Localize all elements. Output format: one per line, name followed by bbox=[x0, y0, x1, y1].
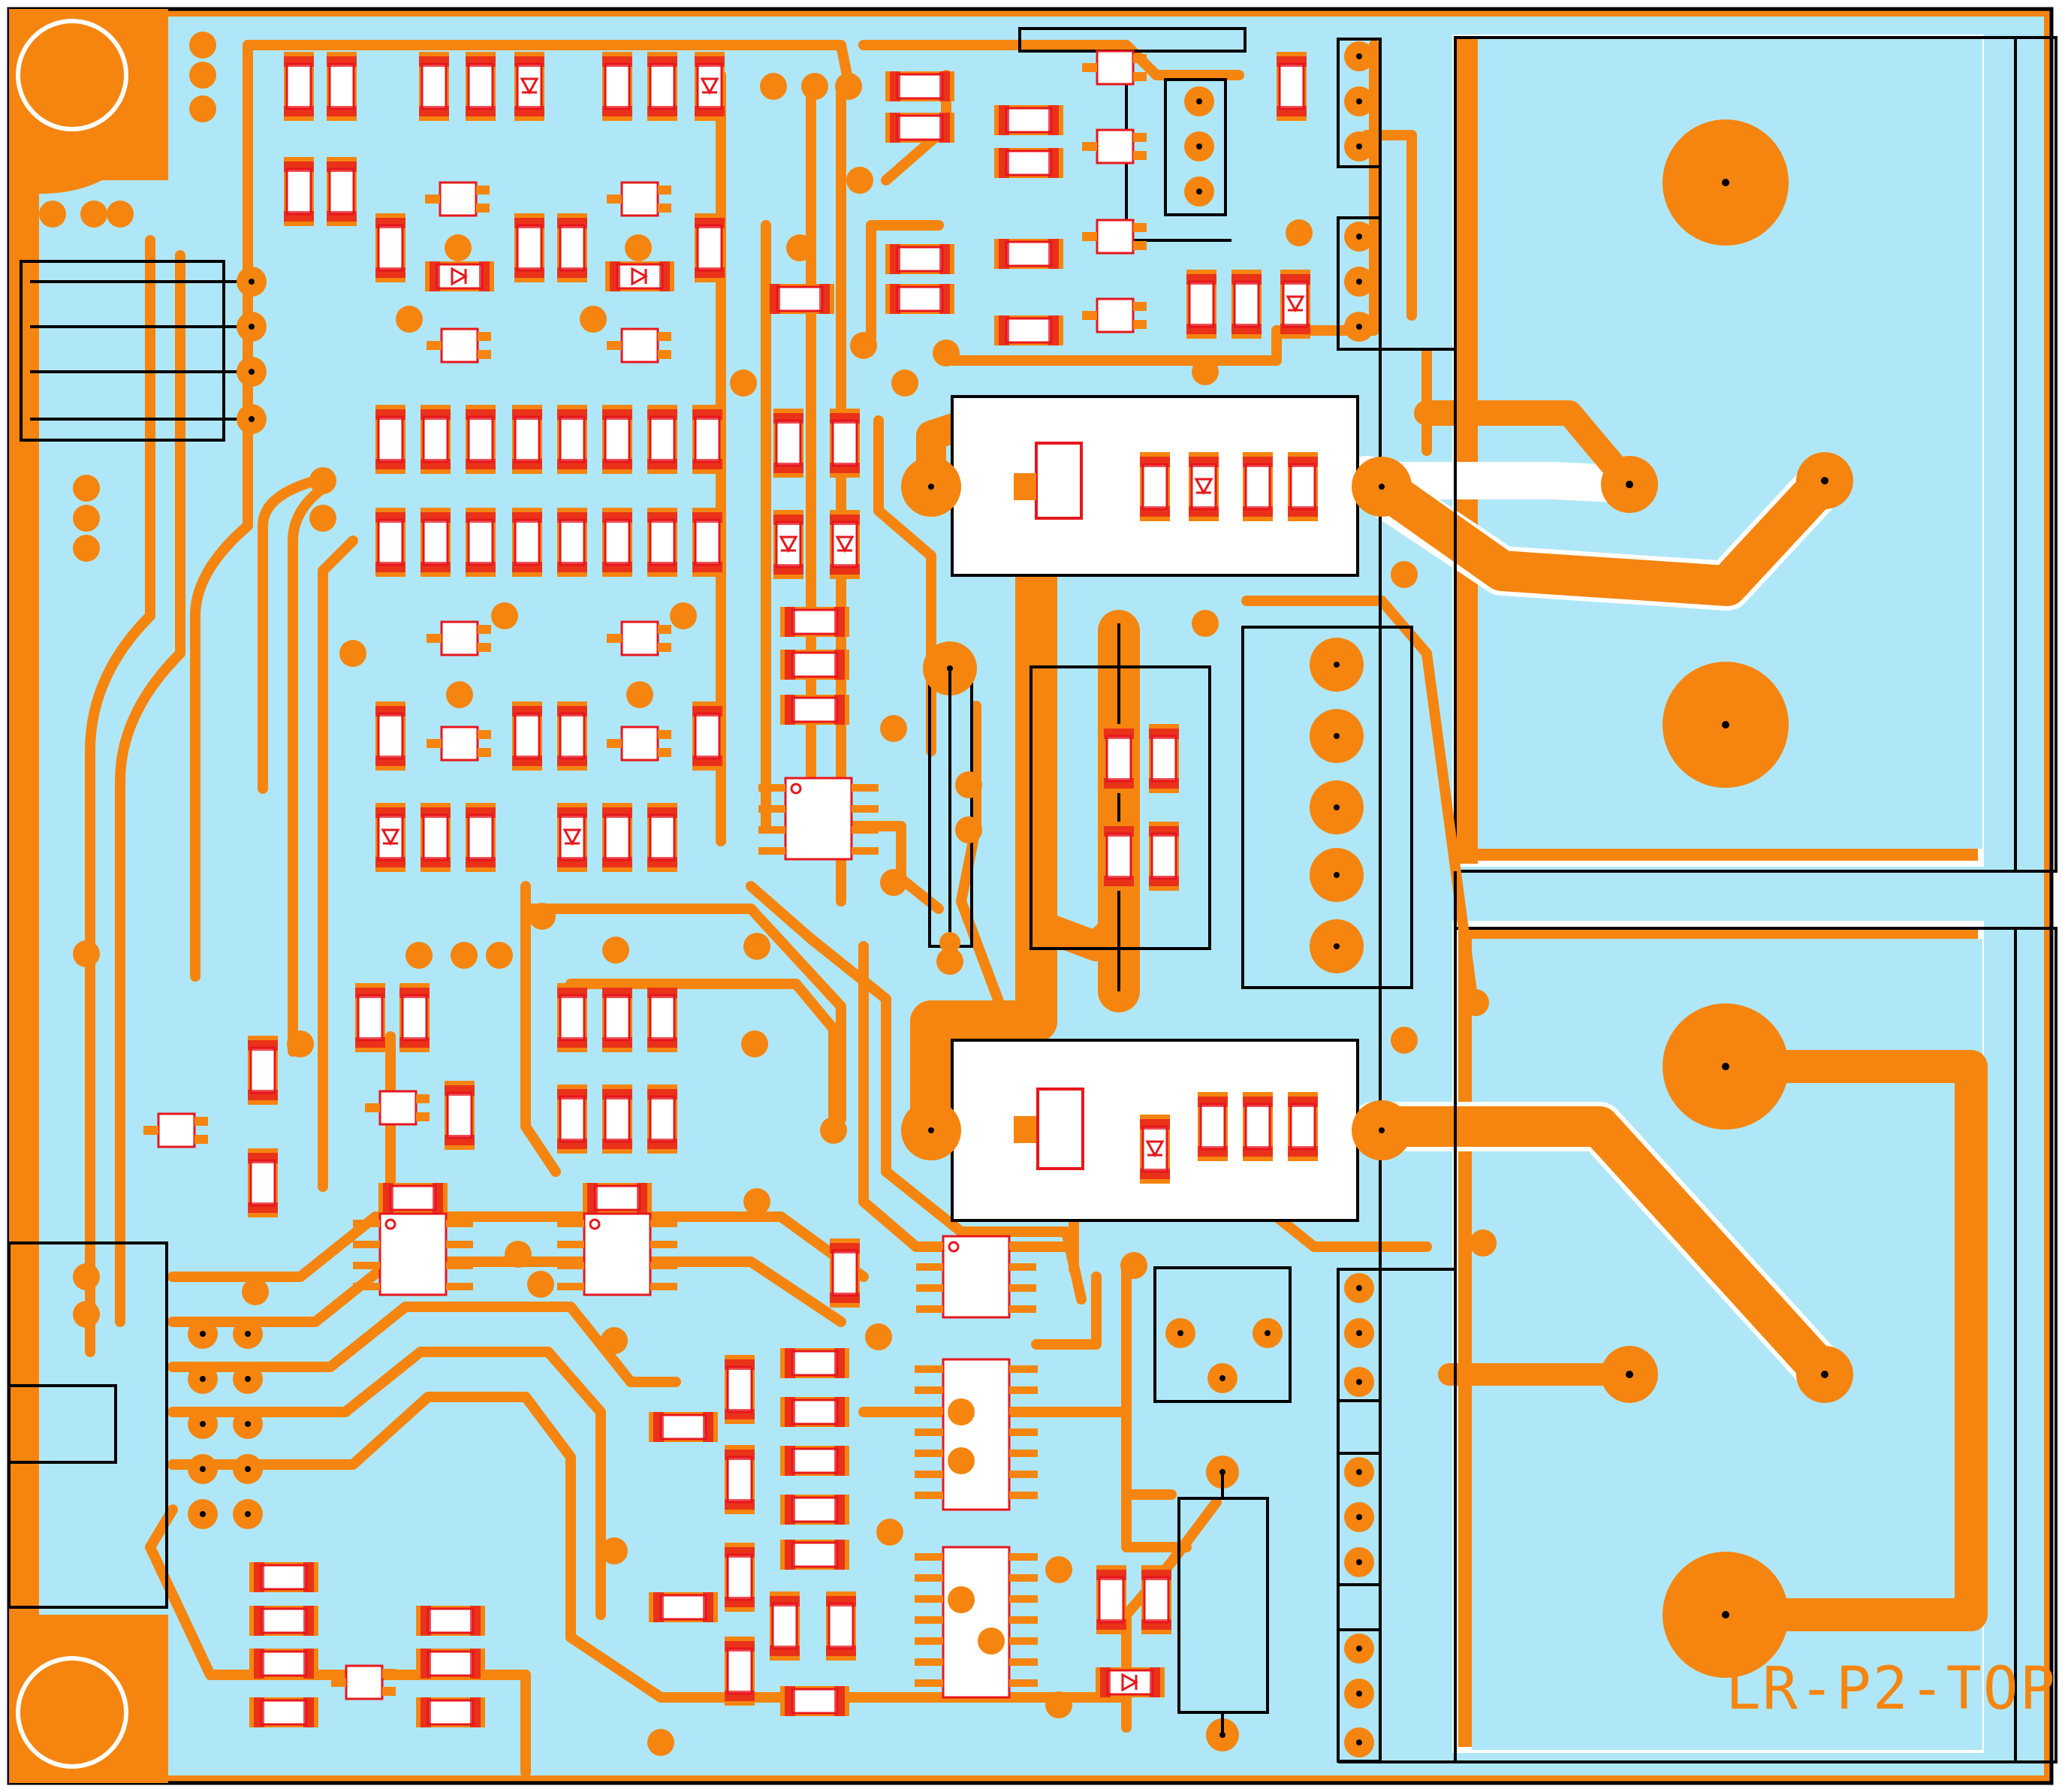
fuse-holder bbox=[1177, 1456, 1269, 1751]
relay-inner-outlines bbox=[1338, 348, 1457, 1271]
mounting-hole-bottom-left bbox=[9, 1615, 168, 1783]
board-label: LR-P2-TOP bbox=[1726, 1655, 2057, 1723]
relay-traces-bottom bbox=[1349, 1050, 1988, 1631]
connector-j-left-bottom bbox=[8, 1241, 263, 1609]
connector-right-headers bbox=[1337, 38, 1455, 1763]
shunt-resistor bbox=[923, 641, 977, 953]
terminal-block-5pin bbox=[1241, 626, 1413, 989]
middle-resistor-block bbox=[1029, 623, 1211, 991]
transistor-q-lower bbox=[901, 1039, 1412, 1222]
transistor-q-upper bbox=[901, 395, 1412, 577]
relay-outlines bbox=[1454, 36, 2057, 1763]
trimmer-bottom bbox=[1153, 1266, 1292, 1403]
relay-pads bbox=[1601, 119, 1853, 1678]
connector-j-left-top bbox=[20, 260, 267, 442]
